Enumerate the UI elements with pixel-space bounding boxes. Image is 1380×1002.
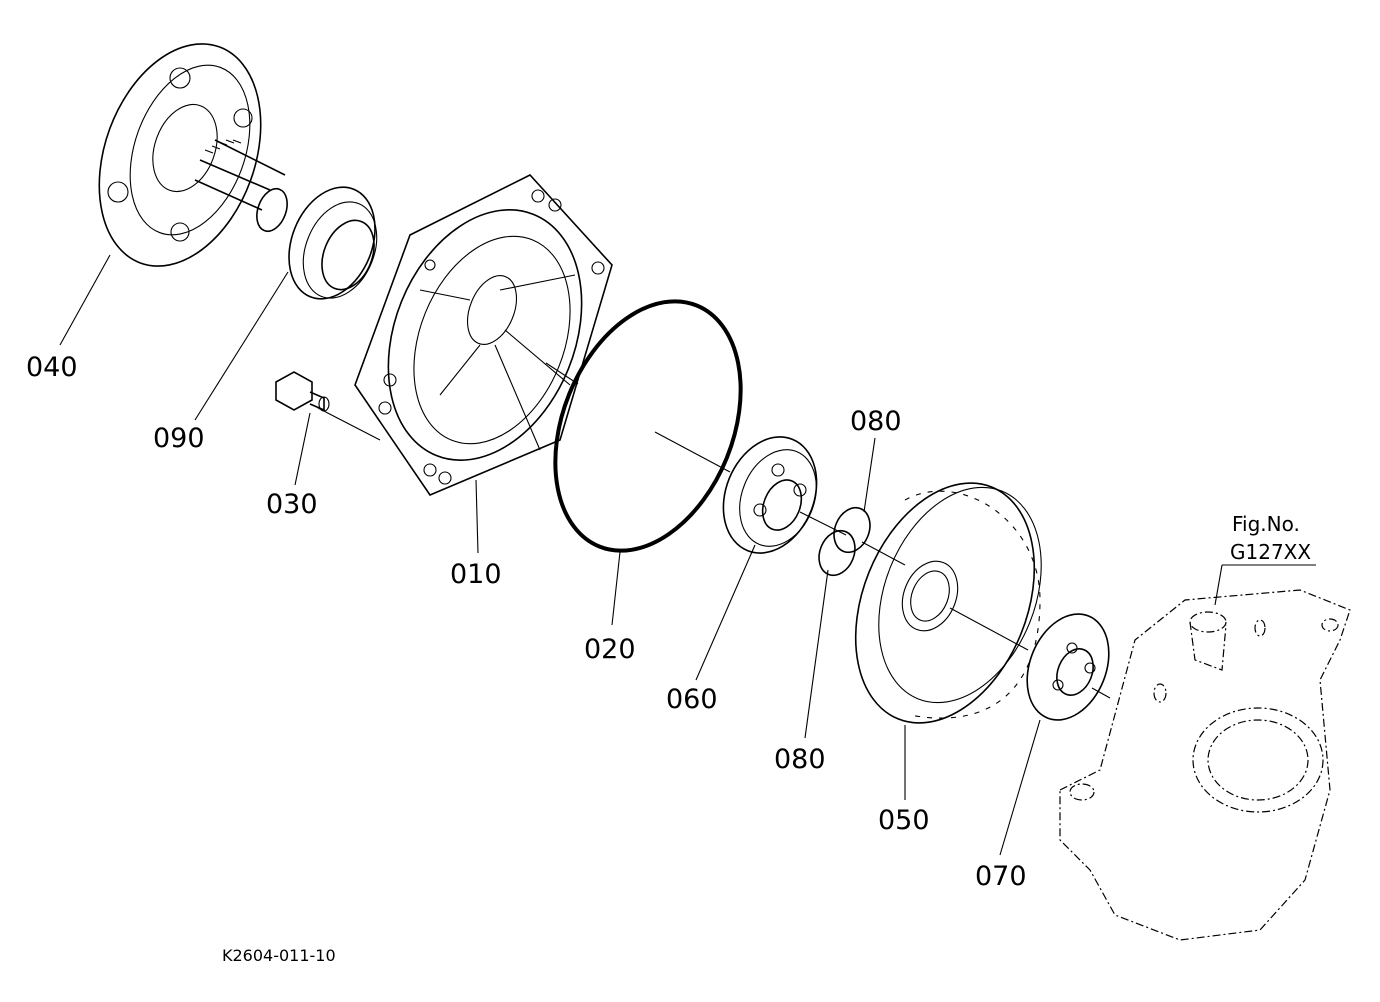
drawing-code: K2604-011-10 [222, 946, 336, 965]
part-label-080-lower: 080 [774, 744, 826, 775]
part-label-040: 040 [26, 352, 78, 383]
part-label-050: 050 [878, 805, 930, 836]
part-090-oil-seal [288, 186, 378, 300]
part-040-flange-shaft [98, 43, 288, 267]
part-label-060: 060 [666, 684, 718, 715]
reference-gear-case [1059, 589, 1351, 941]
part-050-bevel-gear [854, 482, 1042, 724]
figure-ref-line2: G127XX [1230, 540, 1311, 564]
part-label-080-upper: 080 [850, 406, 902, 437]
leader-lines [59, 254, 1316, 856]
part-label-020: 020 [584, 634, 636, 665]
part-030-plug [275, 371, 330, 412]
part-label-070: 070 [975, 861, 1027, 892]
part-010-housing [354, 174, 613, 496]
part-070-bearing [1026, 613, 1110, 721]
part-label-030: 030 [266, 489, 318, 520]
part-060-bearing [722, 436, 818, 554]
part-020-o-ring [553, 299, 743, 553]
part-label-010: 010 [450, 559, 502, 590]
part-label-090: 090 [153, 423, 205, 454]
part-080-snap-rings [818, 506, 871, 577]
figure-ref-line1: Fig.No. [1232, 512, 1300, 536]
